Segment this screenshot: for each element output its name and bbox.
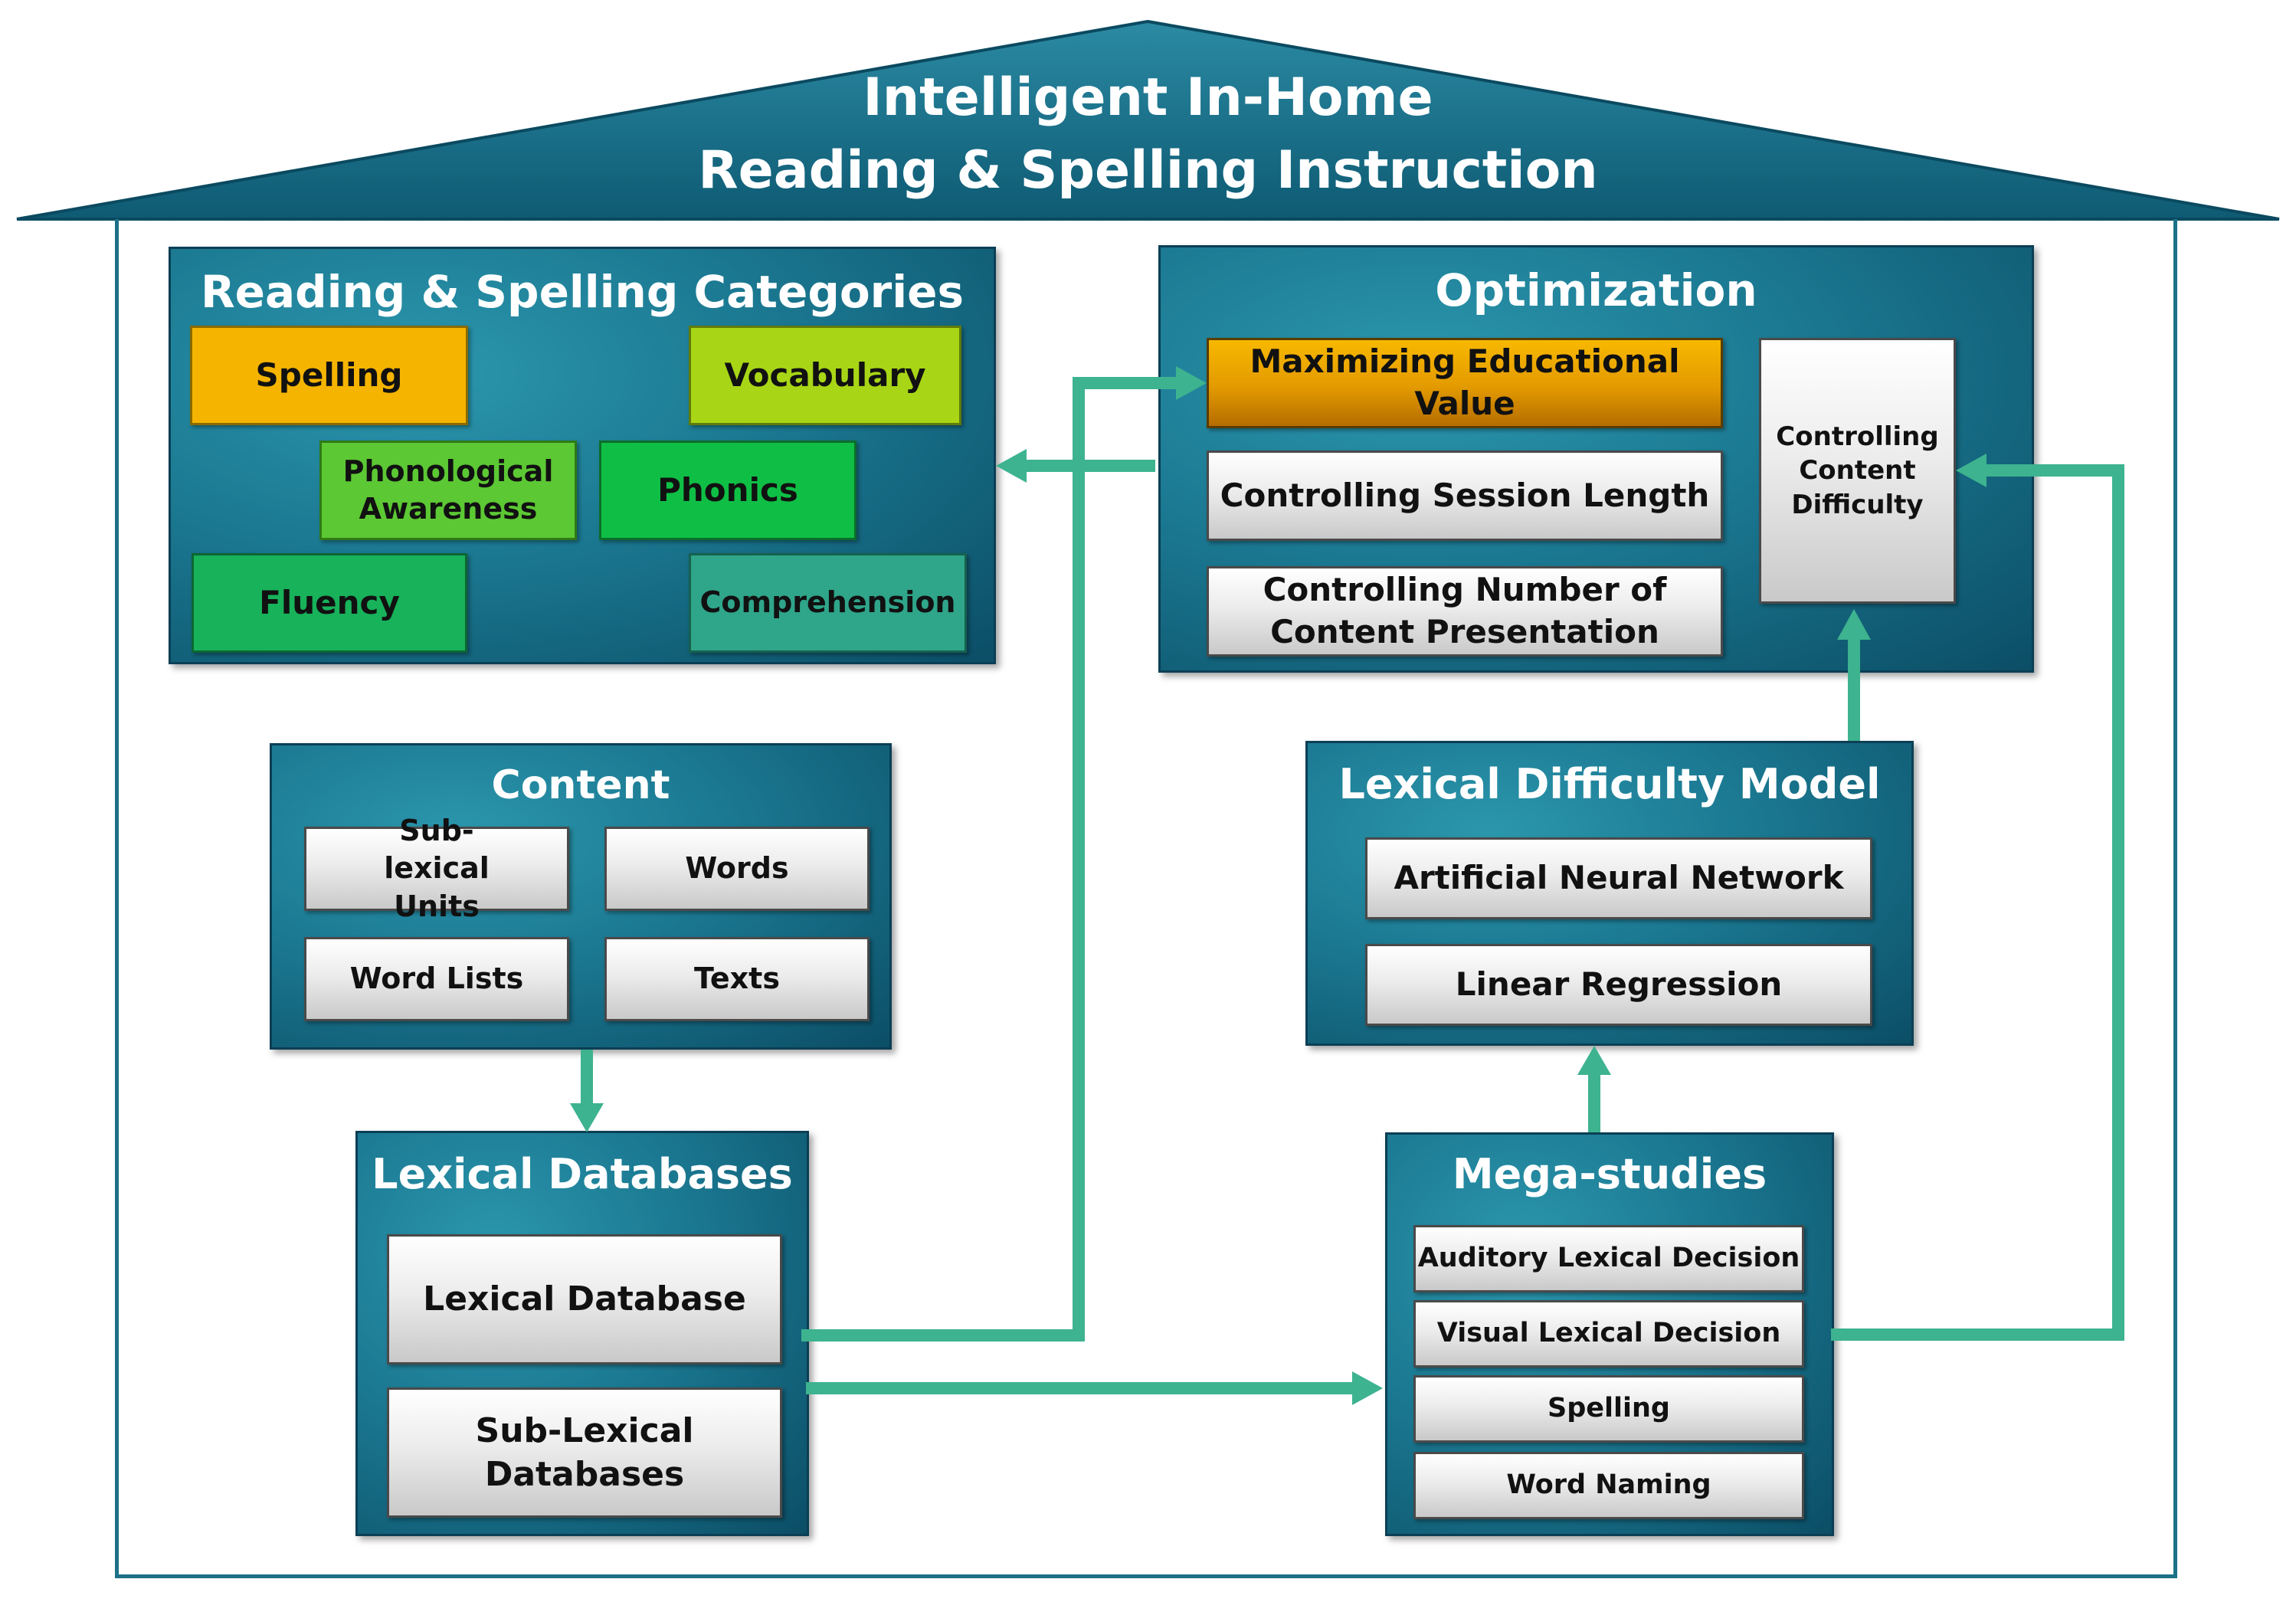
house-roof [16, 19, 2280, 221]
auditory-lexical-decision: Auditory Lexical Decision [1413, 1225, 1804, 1292]
mega-studies-title: Mega-studies [1452, 1150, 1767, 1198]
controlling-content-difficulty: Controlling Content Difficulty [1759, 338, 1956, 604]
lexical-databases-panel: Lexical Databases Lexical Database Sub-L… [355, 1131, 809, 1536]
lexical-databases-title: Lexical Databases [372, 1150, 793, 1198]
category-vocabulary: Vocabulary [689, 326, 961, 425]
arrowhead-lexical-difficulty [1577, 1046, 1611, 1075]
visual-lexical-decision: Visual Lexical Decision [1413, 1300, 1804, 1368]
diagram-title: Intelligent In-Home Reading & Spelling I… [0, 61, 2296, 207]
content-texts: Texts [604, 937, 870, 1021]
arrow-lexical-database-to-maximizing [801, 377, 1180, 1342]
category-comprehension: Comprehension [689, 553, 967, 653]
linear-regression: Linear Regression [1365, 944, 1872, 1026]
word-naming: Word Naming [1413, 1452, 1804, 1519]
maximizing-educational-value: Maximizing Educational Value [1207, 338, 1723, 428]
optimization-title: Optimization [1435, 264, 1757, 316]
category-fluency: Fluency [192, 553, 467, 653]
arrow-mega-studies-to-content-difficulty [1831, 464, 2124, 1341]
arrowhead-lexical-databases [570, 1103, 604, 1132]
lexical-database: Lexical Database [387, 1234, 782, 1364]
lexical-difficulty-model-title: Lexical Difficulty Model [1338, 760, 1881, 808]
controlling-number-of-content-presentation: Controlling Number of Content Presentati… [1207, 566, 1723, 657]
content-words: Words [604, 827, 870, 911]
arrowhead-categories [996, 449, 1027, 483]
category-phonics: Phonics [599, 441, 856, 540]
mega-studies-spelling: Spelling [1413, 1375, 1804, 1443]
category-phonological-awareness: Phonological Awareness [319, 441, 577, 540]
arrowhead-content-difficulty-bottom [1837, 609, 1871, 640]
diagram-title-line1: Intelligent In-Home [863, 67, 1433, 128]
mega-studies-panel: Mega-studies Auditory Lexical Decision V… [1385, 1132, 1834, 1536]
house-walls [115, 219, 2177, 1578]
category-spelling: Spelling [190, 326, 468, 425]
arrowhead-mega-studies [1352, 1371, 1383, 1405]
categories-title: Reading & Spelling Categories [200, 266, 965, 318]
categories-panel: Reading & Spelling Categories Spelling V… [169, 247, 996, 664]
sub-lexical-databases: Sub-Lexical Databases [387, 1387, 782, 1518]
lexical-difficulty-model-panel: Lexical Difficulty Model Artificial Neur… [1305, 741, 1914, 1046]
optimization-panel: Optimization Maximizing Educational Valu… [1158, 245, 2034, 673]
content-title: Content [491, 762, 670, 808]
diagram-title-line2: Reading & Spelling Instruction [698, 140, 1598, 201]
content-panel: Content Sub-lexical Units Words Word Lis… [270, 743, 892, 1050]
controlling-session-length: Controlling Session Length [1207, 450, 1723, 541]
arrowhead-maximizing [1176, 366, 1207, 400]
arrowhead-content-difficulty-right [1956, 454, 1986, 487]
artificial-neural-network: Artificial Neural Network [1365, 837, 1872, 919]
content-word-lists: Word Lists [304, 937, 569, 1021]
